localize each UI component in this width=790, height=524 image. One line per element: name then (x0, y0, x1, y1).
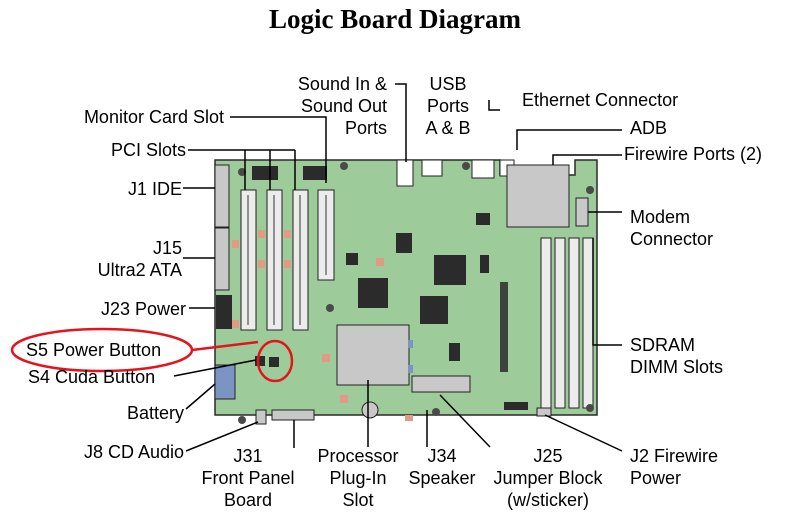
label-modem-line2: Connector (630, 229, 714, 249)
sdram-slot-2 (554, 237, 566, 409)
label-modem-connector: Modem Connector (630, 206, 713, 250)
label-pci-slots: PCI Slots (110, 140, 186, 160)
label-proc-line3: Slot (342, 490, 374, 510)
label-j34-line2: Speaker (408, 468, 476, 488)
label-modem-line1: Modem (630, 207, 691, 227)
label-j25-line1: J25 (533, 446, 563, 466)
label-j15-line2: Ultra2 ATA (97, 260, 182, 280)
label-usb-ports: USB Ports A & B (415, 73, 481, 139)
s5-power-button (255, 356, 265, 366)
label-j25-line3: (w/sticker) (507, 490, 589, 510)
label-sdram-dimm-slots: SDRAM DIMM Slots (630, 334, 723, 378)
label-sound-ports: Sound In & Sound Out Ports (253, 73, 387, 139)
diagram-title: Logic Board Diagram (269, 4, 521, 34)
j23-power-connector (216, 295, 232, 329)
usb-ports-connector (421, 159, 443, 177)
label-proc-line1: Processor (317, 446, 399, 466)
label-j2-line1: J2 Firewire (630, 446, 719, 466)
label-j25-jumper-block: J25 Jumper Block (w/sticker) (476, 445, 620, 511)
j25-jumper-block (411, 375, 471, 393)
j34-speaker (361, 401, 379, 419)
modem-connector (575, 197, 589, 227)
j1-ide-connector (214, 164, 230, 228)
label-j2-line2: Power (630, 468, 682, 488)
label-j31-line2: Front Panel (201, 468, 295, 488)
processor-plug-in-slot (336, 324, 410, 386)
label-s5-power-button: S5 Power Button (26, 340, 162, 360)
label-j31-line3: Board (223, 490, 273, 510)
label-firewire-ports: Firewire Ports (2) (624, 144, 763, 164)
label-ethernet-connector: Ethernet Connector (522, 90, 679, 110)
s5-power-button-board-highlight (256, 339, 294, 383)
label-sdram-line2: DIMM Slots (630, 357, 724, 377)
j8-cd-audio-connector (255, 409, 267, 425)
label-j31-front-panel-board: J31 Front Panel Board (188, 445, 308, 511)
leader-lines (173, 83, 623, 452)
label-j34-line1: J34 (427, 446, 457, 466)
label-j23-power: J23 Power (100, 299, 186, 319)
label-j8-cd-audio: J8 CD Audio (83, 442, 184, 462)
j15-ultra2-ata-connector (214, 227, 230, 291)
sdram-slot-4 (582, 237, 594, 409)
sound-ports-connector (396, 159, 414, 187)
label-monitor-card-slot: Monitor Card Slot (83, 107, 224, 127)
label-s4-cuda-button: S4 Cuda Button (28, 367, 156, 387)
label-processor-plug-in-slot: Processor Plug-In Slot (306, 445, 410, 511)
label-sound-line3: Ports (344, 118, 387, 138)
sdram-slot-3 (568, 237, 580, 409)
sdram-slot-1 (540, 237, 552, 409)
label-j25-line2: Jumper Block (493, 468, 603, 488)
label-usb-line3: A & B (425, 118, 471, 138)
ethernet-connector (471, 159, 495, 179)
label-j15-line1: J15 (152, 238, 182, 258)
label-proc-line2: Plug-In (329, 468, 387, 488)
label-sdram-line1: SDRAM (630, 335, 696, 355)
label-j2-firewire-power: J2 Firewire Power (630, 445, 718, 489)
label-sound-line2: Sound Out (300, 96, 387, 116)
label-usb-line1: USB (429, 74, 467, 94)
label-adb: ADB (630, 118, 668, 138)
label-j15-ultra2-ata: J15 Ultra2 ATA (40, 237, 182, 281)
battery (214, 364, 236, 400)
firewire-ports-connector (506, 164, 570, 228)
label-battery: Battery (126, 403, 184, 423)
label-sound-line1: Sound In & (297, 74, 387, 94)
j31-front-panel-connector (271, 409, 315, 421)
label-j34-speaker: J34 Speaker (402, 445, 482, 489)
label-j31-line1: J31 (233, 446, 263, 466)
label-usb-line2: Ports (426, 96, 469, 116)
s4-cuda-button (269, 357, 279, 367)
label-j1-ide: J1 IDE (127, 179, 182, 199)
